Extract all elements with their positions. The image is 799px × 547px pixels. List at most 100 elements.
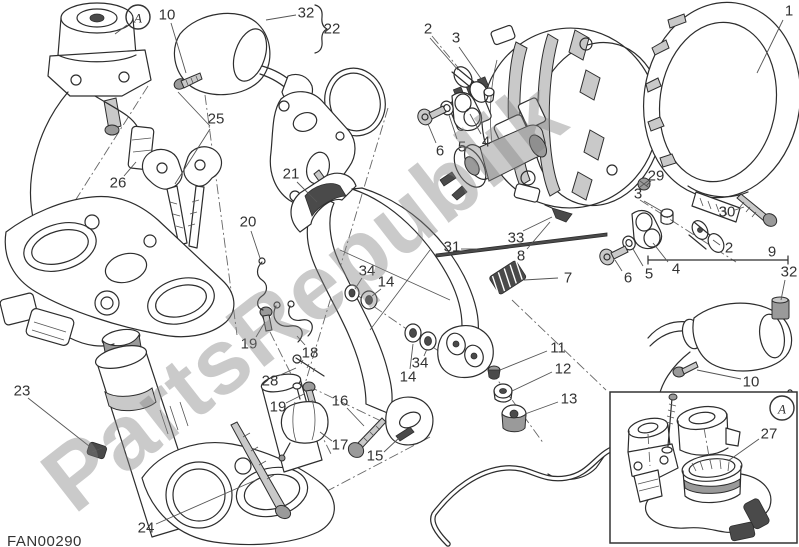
part-number-label: 2	[424, 21, 432, 38]
leader-line	[177, 91, 211, 127]
part-number-label: 12	[555, 361, 572, 378]
part-number-label: 3	[634, 186, 642, 203]
inset-detail-box	[609, 391, 798, 544]
part-number-label: 34	[359, 263, 376, 280]
part-number-label: 31	[444, 239, 461, 256]
detail-marker-label: A	[133, 11, 142, 26]
part-number-label: 14	[378, 274, 395, 291]
leader-line	[643, 200, 664, 213]
headlamp-unit-drawing	[439, 24, 664, 209]
part-number-label: 4	[482, 134, 490, 151]
leader-line	[429, 37, 459, 71]
part-number-label: 17	[332, 437, 349, 454]
drawing-code: FAN00290	[7, 533, 82, 547]
headlamp-rim-drawing	[642, 1, 799, 223]
detail-marker-label: A	[777, 402, 786, 417]
part-number-label: 21	[283, 166, 300, 183]
part-number-label: 6	[624, 270, 632, 287]
leader-line	[155, 479, 257, 525]
leader-line	[469, 113, 482, 135]
leader-line	[526, 221, 551, 250]
part-number-label: 19	[270, 399, 287, 416]
leader-line	[696, 369, 742, 380]
leader-line	[423, 348, 428, 357]
leader-line	[409, 343, 414, 370]
part-number-label: 5	[645, 266, 653, 283]
part-number-label: 13	[561, 391, 578, 408]
part-number-label: 4	[672, 261, 680, 278]
leader-line	[645, 180, 652, 187]
detail-marker-circle	[769, 395, 795, 421]
leader-line	[523, 277, 559, 281]
part-number-label: 26	[110, 175, 127, 192]
lower-bracket-hardware	[256, 257, 415, 462]
leader-line	[114, 24, 128, 35]
leader-line	[712, 239, 721, 246]
part-number-label: 10	[159, 7, 176, 24]
leader-line	[727, 438, 760, 462]
part-number-label: 18	[302, 345, 319, 362]
part-number-label: 27	[761, 426, 778, 443]
leader-line	[448, 114, 458, 140]
headlamp-bracket-drawing	[290, 172, 494, 446]
part-number-label: 9	[768, 244, 776, 261]
part-number-label: 15	[367, 448, 384, 465]
leader-line	[511, 371, 553, 392]
leader-line	[277, 367, 297, 377]
part-number-label: 11	[550, 340, 566, 357]
turn-signal-right-drawing	[547, 296, 793, 480]
leader-line	[734, 206, 745, 211]
leader-line	[346, 407, 365, 427]
leader-line	[383, 437, 400, 453]
leader-line	[250, 230, 261, 259]
part-number-label: 16	[332, 393, 349, 410]
leader-line	[285, 393, 305, 404]
leader-line	[174, 128, 211, 185]
leader-line	[265, 14, 297, 21]
part-number-label: 33	[508, 230, 525, 247]
leader-line	[458, 46, 483, 81]
leader-line	[296, 181, 318, 203]
detail-marker-circle	[125, 4, 151, 30]
part-number-label: 2	[725, 240, 733, 257]
part-number-label: 19	[241, 336, 258, 353]
leader-line	[632, 248, 644, 267]
part-number-label: 22	[324, 21, 341, 38]
part-number-label: 29	[648, 168, 665, 185]
part-number-label: 24	[138, 520, 155, 537]
keys-drawing	[141, 146, 223, 249]
part-number-label: 5	[458, 139, 466, 156]
bracket-bushings	[344, 284, 437, 351]
leader-line	[27, 397, 90, 447]
leader-line	[371, 288, 382, 297]
part-number-label: 32	[781, 264, 798, 281]
leader-line	[522, 216, 553, 232]
rod-and-spring	[435, 204, 608, 296]
leader-line	[614, 259, 623, 272]
part-number-label: 34	[412, 355, 429, 372]
part-number-label: 14	[400, 369, 417, 386]
leader-line	[319, 431, 333, 442]
leader-line	[255, 321, 266, 338]
leader-line	[123, 161, 137, 177]
leader-line	[427, 123, 437, 144]
part-number-label: 23	[14, 383, 31, 400]
stack-bushings-11-12-13	[487, 365, 527, 433]
leader-line	[524, 401, 559, 415]
part-number-label: 32	[298, 5, 315, 22]
leader-line	[756, 19, 784, 74]
part-number-label: 1	[785, 3, 793, 20]
leader-line	[652, 242, 669, 263]
leader-line	[170, 22, 187, 74]
turn-signal-left-drawing	[173, 12, 314, 105]
ignition-switch-drawing	[29, 2, 155, 250]
part-number-label: 3	[452, 30, 460, 47]
leader-line	[354, 277, 363, 290]
grouping-brackets	[314, 4, 789, 265]
leader-line	[499, 350, 548, 371]
leader-line	[296, 335, 306, 346]
fastener-cluster-left	[417, 66, 495, 132]
